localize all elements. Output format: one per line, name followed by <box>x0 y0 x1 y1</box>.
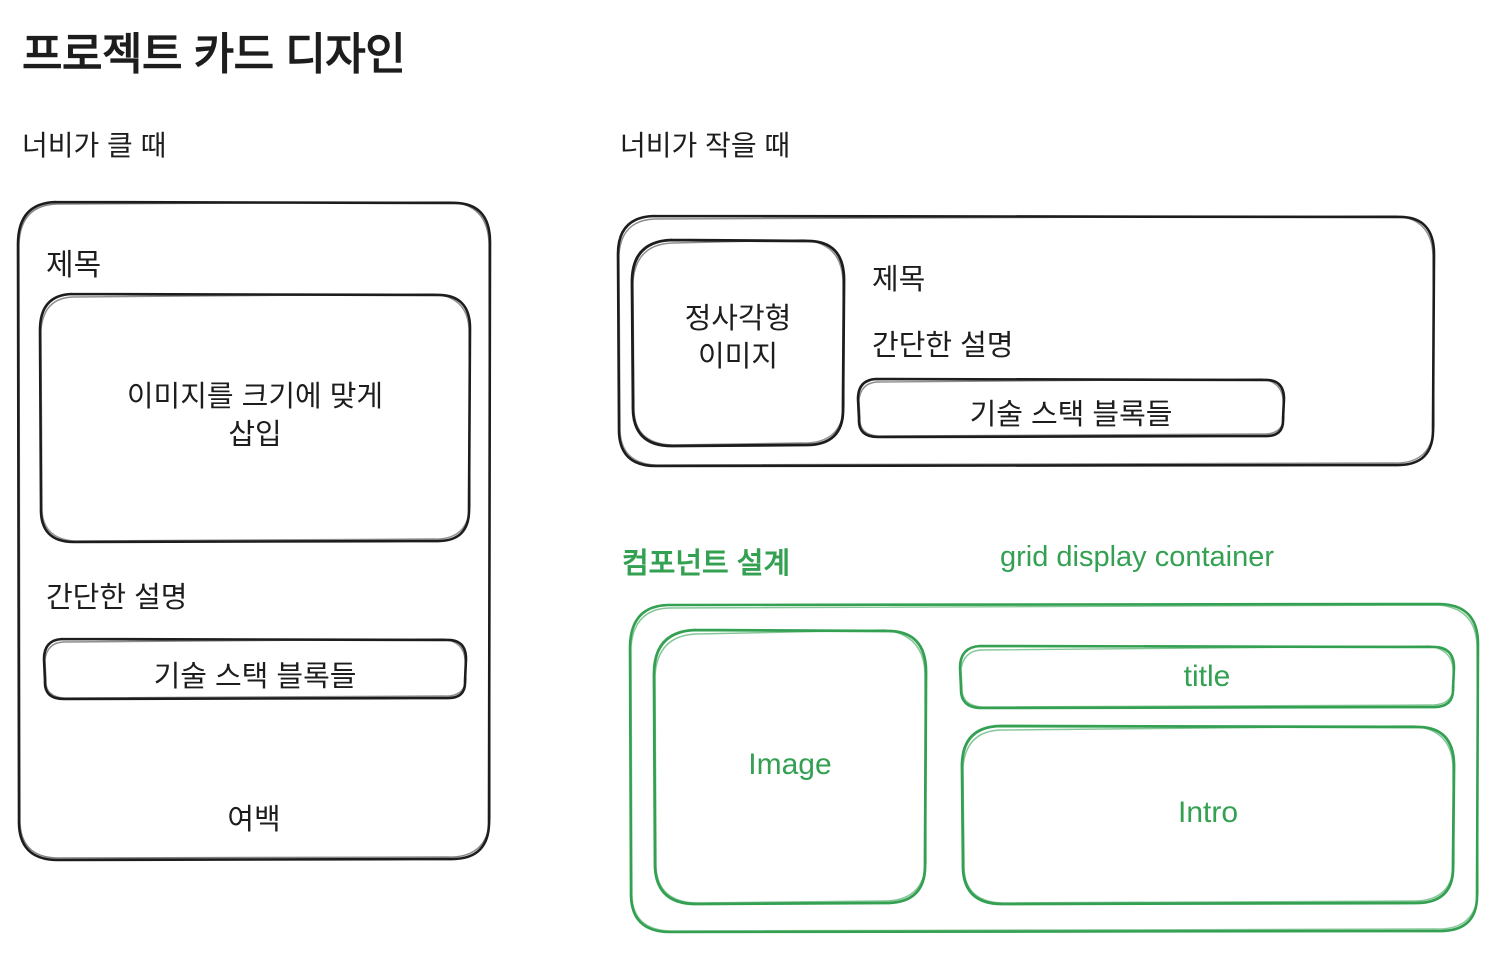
grid-title-box-label: title <box>1183 660 1231 693</box>
label-grid-display-container: grid display container <box>1000 541 1275 573</box>
grid-image-box-label: Image <box>748 748 832 781</box>
narrow-card: 정사각형 이미지 제목 간단한 설명 기술 스택 블록들 <box>616 214 1436 468</box>
section-heading-wide: 너비가 클 때 <box>22 130 167 161</box>
wide-card-image-label: 이미지를 크기에 맞게 삽입 <box>126 381 384 452</box>
grid-title-box: title <box>958 644 1456 710</box>
grid-intro-box: Intro <box>960 724 1456 906</box>
grid-display-container: Image title Intro <box>628 602 1480 934</box>
narrow-card-tech-stack-label: 기술 스택 블록들 <box>969 399 1173 431</box>
narrow-card-description: 간단한 설명 <box>872 330 1014 362</box>
narrow-card-tech-stack-box: 기술 스택 블록들 <box>856 377 1286 439</box>
section-heading-narrow: 너비가 작을 때 <box>620 130 791 161</box>
page-title: 프로젝트 카드 디자인 <box>22 30 406 79</box>
wide-card-description: 간단한 설명 <box>46 582 188 614</box>
wide-card-tech-stack-box: 기술 스택 블록들 <box>42 637 468 701</box>
wide-card: 제목 이미지를 크기에 맞게 삽입 간단한 설명 기술 스택 블록들 여백 <box>16 200 492 862</box>
wide-card-tech-stack-label: 기술 스택 블록들 <box>153 661 357 693</box>
wide-card-image-box: 이미지를 크기에 맞게 삽입 <box>38 292 472 544</box>
narrow-card-image-label: 정사각형 이미지 <box>684 303 792 374</box>
section-heading-component-design: 컴포넌트 설계 <box>622 548 791 580</box>
narrow-card-title: 제목 <box>872 264 926 296</box>
wide-card-title: 제목 <box>46 249 102 282</box>
narrow-card-image-box: 정사각형 이미지 <box>630 238 846 448</box>
grid-image-box: Image <box>652 628 928 906</box>
wide-card-spacer-label: 여백 <box>227 804 281 836</box>
grid-intro-box-label: Intro <box>1177 796 1239 829</box>
